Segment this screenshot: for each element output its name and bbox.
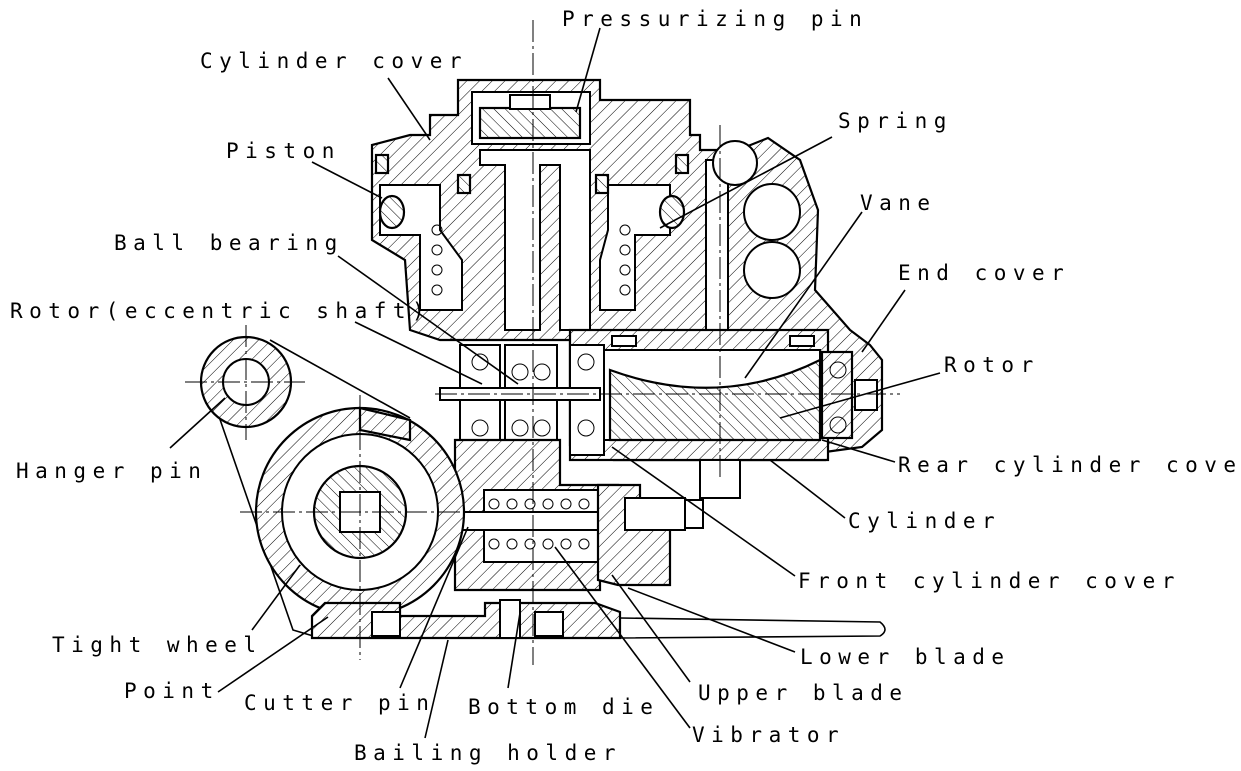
label-cylinder-cover: Cylinder cover bbox=[200, 49, 468, 73]
label-tight-wheel: Tight wheel bbox=[52, 633, 263, 657]
label-vane: Vane bbox=[860, 191, 937, 215]
label-point: Point bbox=[124, 679, 220, 703]
label-vibrator: Vibrator bbox=[692, 723, 845, 747]
label-piston: Piston bbox=[226, 139, 341, 163]
label-pressurizing-pin: Pressurizing pin bbox=[562, 7, 868, 31]
label-lower-blade: Lower blade bbox=[800, 645, 1011, 669]
label-bottom-die: Bottom die bbox=[468, 695, 659, 719]
label-ball-bearing: Ball bearing bbox=[114, 231, 344, 255]
center-lines bbox=[185, 20, 900, 665]
label-rotor: Rotor bbox=[944, 353, 1040, 377]
label-spring: Spring bbox=[838, 109, 953, 133]
label-cylinder: Cylinder bbox=[848, 509, 1001, 533]
tight-wheel-assembly bbox=[199, 335, 466, 639]
label-front-cylinder-cover: Front cylinder cover bbox=[798, 569, 1181, 593]
label-rotor-eccentric-shaft: Rotor(eccentric shaft) bbox=[10, 299, 431, 323]
label-bailing-holder: Bailing holder bbox=[354, 741, 622, 765]
callout-labels: Pressurizing pin Cylinder cover Spring P… bbox=[10, 7, 1241, 765]
bailing-holder-plate bbox=[310, 599, 886, 640]
label-end-cover: End cover bbox=[898, 261, 1070, 285]
label-rear-cylinder-cover: Rear cylinder cover bbox=[898, 453, 1241, 477]
label-hanger-pin: Hanger pin bbox=[16, 459, 207, 483]
vibrator-assembly bbox=[453, 438, 704, 592]
cylinder-assembly bbox=[439, 328, 878, 499]
label-cutter-pin: Cutter pin bbox=[244, 691, 435, 715]
leader-lines bbox=[169, 27, 941, 739]
label-upper-blade: Upper blade bbox=[698, 681, 909, 705]
